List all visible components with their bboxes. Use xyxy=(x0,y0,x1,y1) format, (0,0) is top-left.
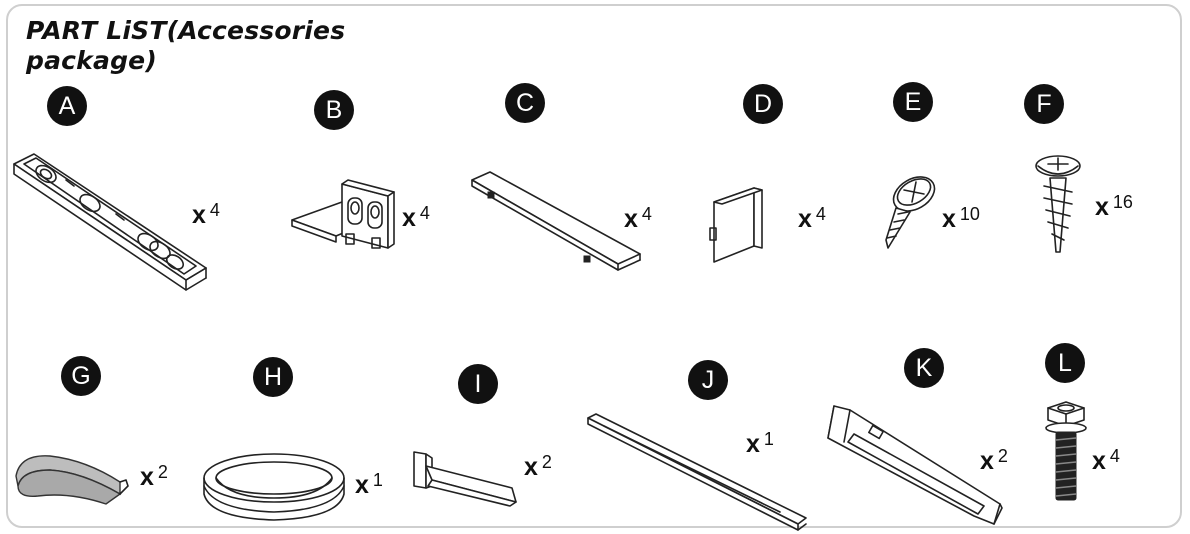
part-b-label: B xyxy=(314,90,354,130)
slotted-anchor-icon xyxy=(827,405,1003,525)
part-d-label: D xyxy=(743,84,783,124)
part-g-label: G xyxy=(61,356,101,396)
flat-cover-plate-icon xyxy=(471,171,641,271)
short-screw-icon xyxy=(885,176,936,249)
part-j-label: J xyxy=(688,360,728,400)
corner-bracket-icon xyxy=(291,179,395,249)
part-k-label: K xyxy=(904,348,944,388)
part-e-label: E xyxy=(893,82,933,122)
tape-roll-icon xyxy=(203,453,345,521)
long-strip-icon xyxy=(587,413,807,531)
hook-bracket-icon xyxy=(413,451,517,507)
wood-screw-icon xyxy=(1035,155,1081,253)
part-a-label: A xyxy=(47,86,87,126)
part-c-label: C xyxy=(505,83,545,123)
part-list-title: PART LiST(Accessories package) xyxy=(26,16,346,75)
end-cap-icon xyxy=(709,187,763,263)
adhesive-pad-icon xyxy=(15,455,129,505)
hex-bolt-icon xyxy=(1045,401,1087,501)
part-i-label: I xyxy=(458,364,498,404)
part-l-label: L xyxy=(1045,343,1085,383)
connector-plate-icon xyxy=(13,153,207,291)
part-f-label: F xyxy=(1024,84,1064,124)
part-h-label: H xyxy=(253,357,293,397)
